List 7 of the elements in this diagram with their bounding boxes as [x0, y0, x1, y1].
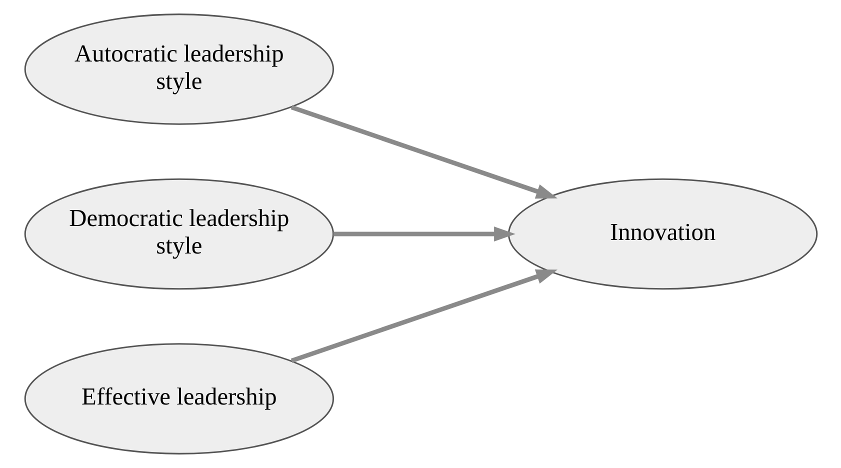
- arrow: [290, 269, 558, 363]
- node-ellipse: Innovation: [507, 178, 818, 290]
- node-ellipse: Democratic leadership style: [24, 178, 334, 290]
- arrow: [290, 105, 558, 199]
- node-ellipse: Effective leadership: [24, 343, 334, 454]
- node-ellipse: Autocratic leadership style: [24, 14, 334, 125]
- arrow: [332, 226, 515, 242]
